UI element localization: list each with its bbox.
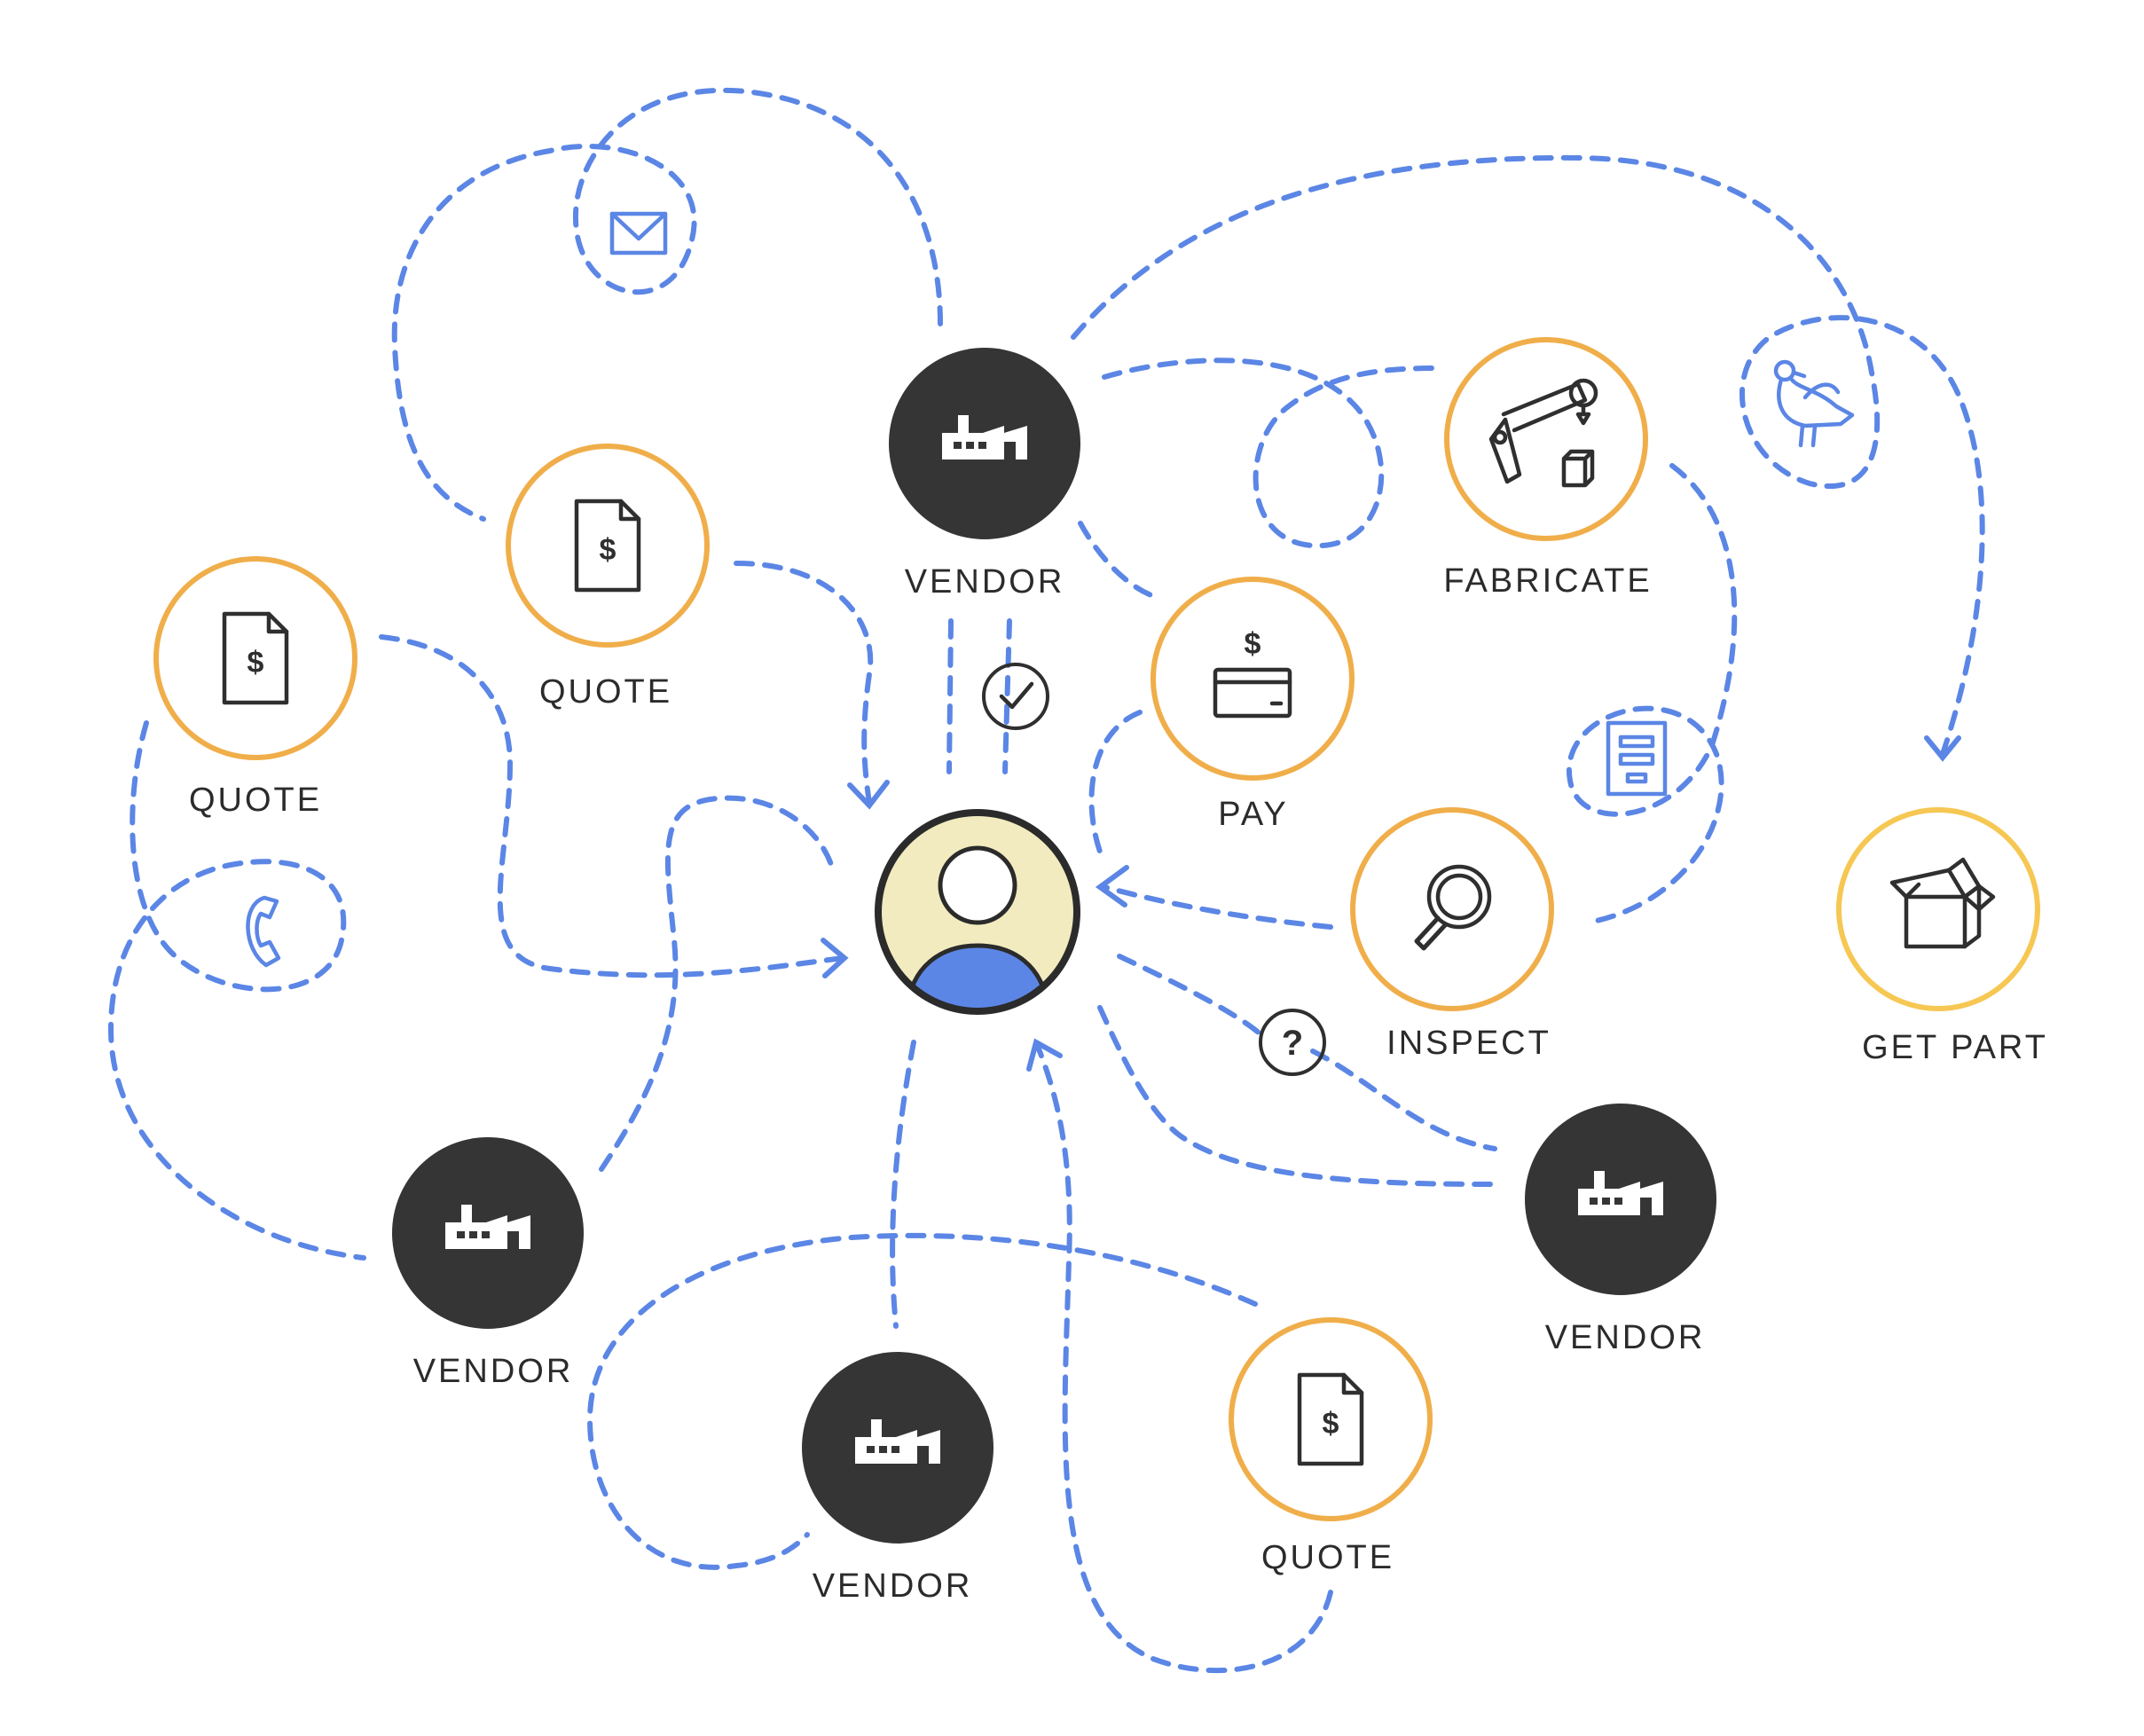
connector-pay-user [1088,710,1143,854]
label-vendor-bottom: VENDOR [813,1567,973,1605]
fabricate-node [1444,337,1648,541]
vendor-node-bottom [802,1352,993,1544]
label-inspect: INSPECT [1386,1025,1551,1062]
label-quote-bottom: QUOTE [1261,1539,1394,1576]
connector-vendorb-user [890,1040,916,1329]
label-vendor-right: VENDOR [1545,1319,1706,1356]
carrier-pigeon-icon [1773,359,1855,448]
label-pay: PAY [1218,796,1288,833]
label-vendor-top: VENDOR [905,563,1065,601]
connector-vendorr-user [1093,995,1493,1187]
connector-vendor-fabricate [1102,357,1440,549]
connector-user-question-vendor [1117,954,1497,1151]
pay-node: $ [1151,577,1355,781]
connector-vendorbl-user [599,795,836,1172]
arrowhead-getpart [1924,735,1961,762]
credit-card-icon: $ [1213,627,1292,719]
envelope-icon [609,211,668,255]
connector-quotel-user [379,634,845,978]
connector-fabricate-inspect [1566,463,1738,925]
vendor-node-right [1525,1104,1716,1295]
connector-vendor-pay [1078,521,1156,599]
vendor-node-bottom-left [392,1137,584,1329]
connector-inspect-user [1102,884,1333,930]
label-quote-center-left: QUOTE [539,673,672,711]
connector-vendor-email-quote [391,87,943,522]
connector-vendor-user-a [946,618,954,774]
arrowhead-quoteb-user [1026,1038,1063,1072]
inspect-node [1350,807,1554,1011]
question-mark-icon: ? [1259,1009,1326,1076]
user-avatar-icon [875,809,1080,1015]
checkmark-icon [982,663,1049,730]
connector-vendor-user-b [1002,618,1012,774]
quote-node-center-left [506,444,710,648]
vendor-node-top [889,348,1080,539]
quote-node-bottom [1229,1317,1433,1521]
arrowhead-quotel-user [821,938,849,978]
connector-vendor-getpart [1071,154,1985,757]
open-box-icon [1889,857,1996,949]
get-part-node [1836,807,2040,1011]
form-document-icon [1606,720,1668,797]
label-quote-left: QUOTE [189,782,322,819]
phone-handset-icon [246,895,281,968]
small-icons: ? [246,211,1855,1076]
arrowhead-inspect-user [1095,865,1129,907]
robotic-arm-icon [1488,378,1598,488]
connector-quoteb-user [1035,1044,1333,1674]
magnifier-icon [1414,864,1492,951]
node-labels: VENDOR QUOTE QUOTE PAY FABRICATE INSPECT… [189,562,2048,1605]
quote-node-left [153,556,357,760]
label-get-part: GET PART [1862,1029,2048,1066]
connector-quote-user [734,561,874,805]
label-vendor-bottom-left: VENDOR [413,1353,574,1390]
connector-lower-loop [586,1232,1258,1570]
connector-quotel-phone-vendor [107,720,366,1261]
svg-text:?: ? [1282,1024,1303,1063]
arrowhead-quote-user [847,780,890,810]
label-fabricate: FABRICATE [1443,562,1652,600]
connectors [107,87,1985,1674]
svg-text:$: $ [1245,627,1261,661]
